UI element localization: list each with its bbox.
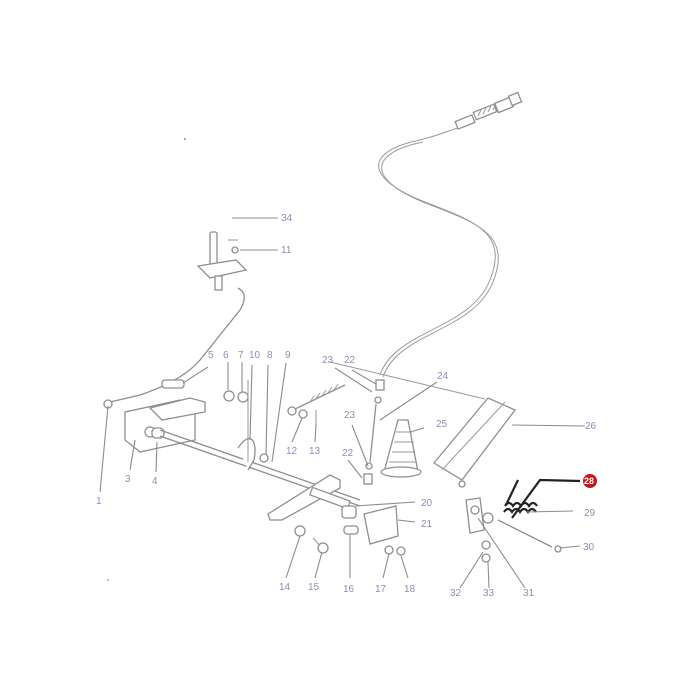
- label-23-upper[interactable]: 23: [322, 355, 334, 366]
- label-10[interactable]: 10: [249, 350, 261, 361]
- label-9[interactable]: 9: [285, 350, 291, 361]
- label-6[interactable]: 6: [223, 350, 229, 361]
- mounting-plate: [343, 505, 399, 545]
- leader-lines: [99, 217, 586, 589]
- label-4[interactable]: 4: [152, 476, 158, 487]
- lower-lever-arm: [267, 474, 357, 521]
- label-28-highlighted[interactable]: 28: [584, 476, 594, 486]
- label-25[interactable]: 25: [436, 419, 448, 430]
- label-34[interactable]: 34: [281, 213, 293, 224]
- label-5[interactable]: 5: [208, 350, 214, 361]
- label-16[interactable]: 16: [343, 584, 355, 595]
- label-20[interactable]: 20: [421, 498, 433, 509]
- label-22-lower[interactable]: 22: [342, 448, 354, 459]
- speck: [107, 579, 109, 581]
- label-31[interactable]: 31: [523, 588, 535, 599]
- throttle-cable: [378, 91, 523, 378]
- label-15[interactable]: 15: [308, 582, 320, 593]
- highlight-badge: [583, 474, 597, 488]
- label-24[interactable]: 24: [437, 371, 449, 382]
- label-21[interactable]: 21: [421, 519, 433, 530]
- label-18[interactable]: 18: [404, 584, 416, 595]
- label-32[interactable]: 32: [450, 588, 462, 599]
- label-33[interactable]: 33: [483, 588, 495, 599]
- pedal-pivot: [465, 497, 562, 563]
- label-13[interactable]: 13: [309, 446, 321, 457]
- label-8[interactable]: 8: [267, 350, 273, 361]
- label-14[interactable]: 14: [279, 582, 291, 593]
- adjuster-rod: [287, 379, 385, 485]
- label-26[interactable]: 26: [585, 421, 597, 432]
- label-29[interactable]: 29: [584, 508, 596, 519]
- label-23-lower[interactable]: 23: [344, 410, 356, 421]
- label-22-upper[interactable]: 22: [344, 355, 356, 366]
- label-12[interactable]: 12: [286, 446, 298, 457]
- accelerator-pedal: [329, 361, 517, 488]
- hand-lever-assembly: [103, 231, 248, 409]
- label-3[interactable]: 3: [125, 474, 131, 485]
- rubber-boot: [380, 419, 422, 478]
- speck: [184, 138, 186, 140]
- label-11[interactable]: 11: [281, 245, 292, 256]
- fasteners: [294, 525, 406, 556]
- label-30[interactable]: 30: [583, 542, 595, 553]
- bracket-assembly: [124, 379, 361, 507]
- label-7[interactable]: 7: [238, 350, 244, 361]
- label-1[interactable]: 1: [96, 496, 102, 507]
- label-17[interactable]: 17: [375, 584, 387, 595]
- part-labels: 1 3 4 5 6 7 10 8 9 11 12 13 14 15 16 17 …: [96, 213, 597, 599]
- return-spring-highlighted: [503, 478, 581, 519]
